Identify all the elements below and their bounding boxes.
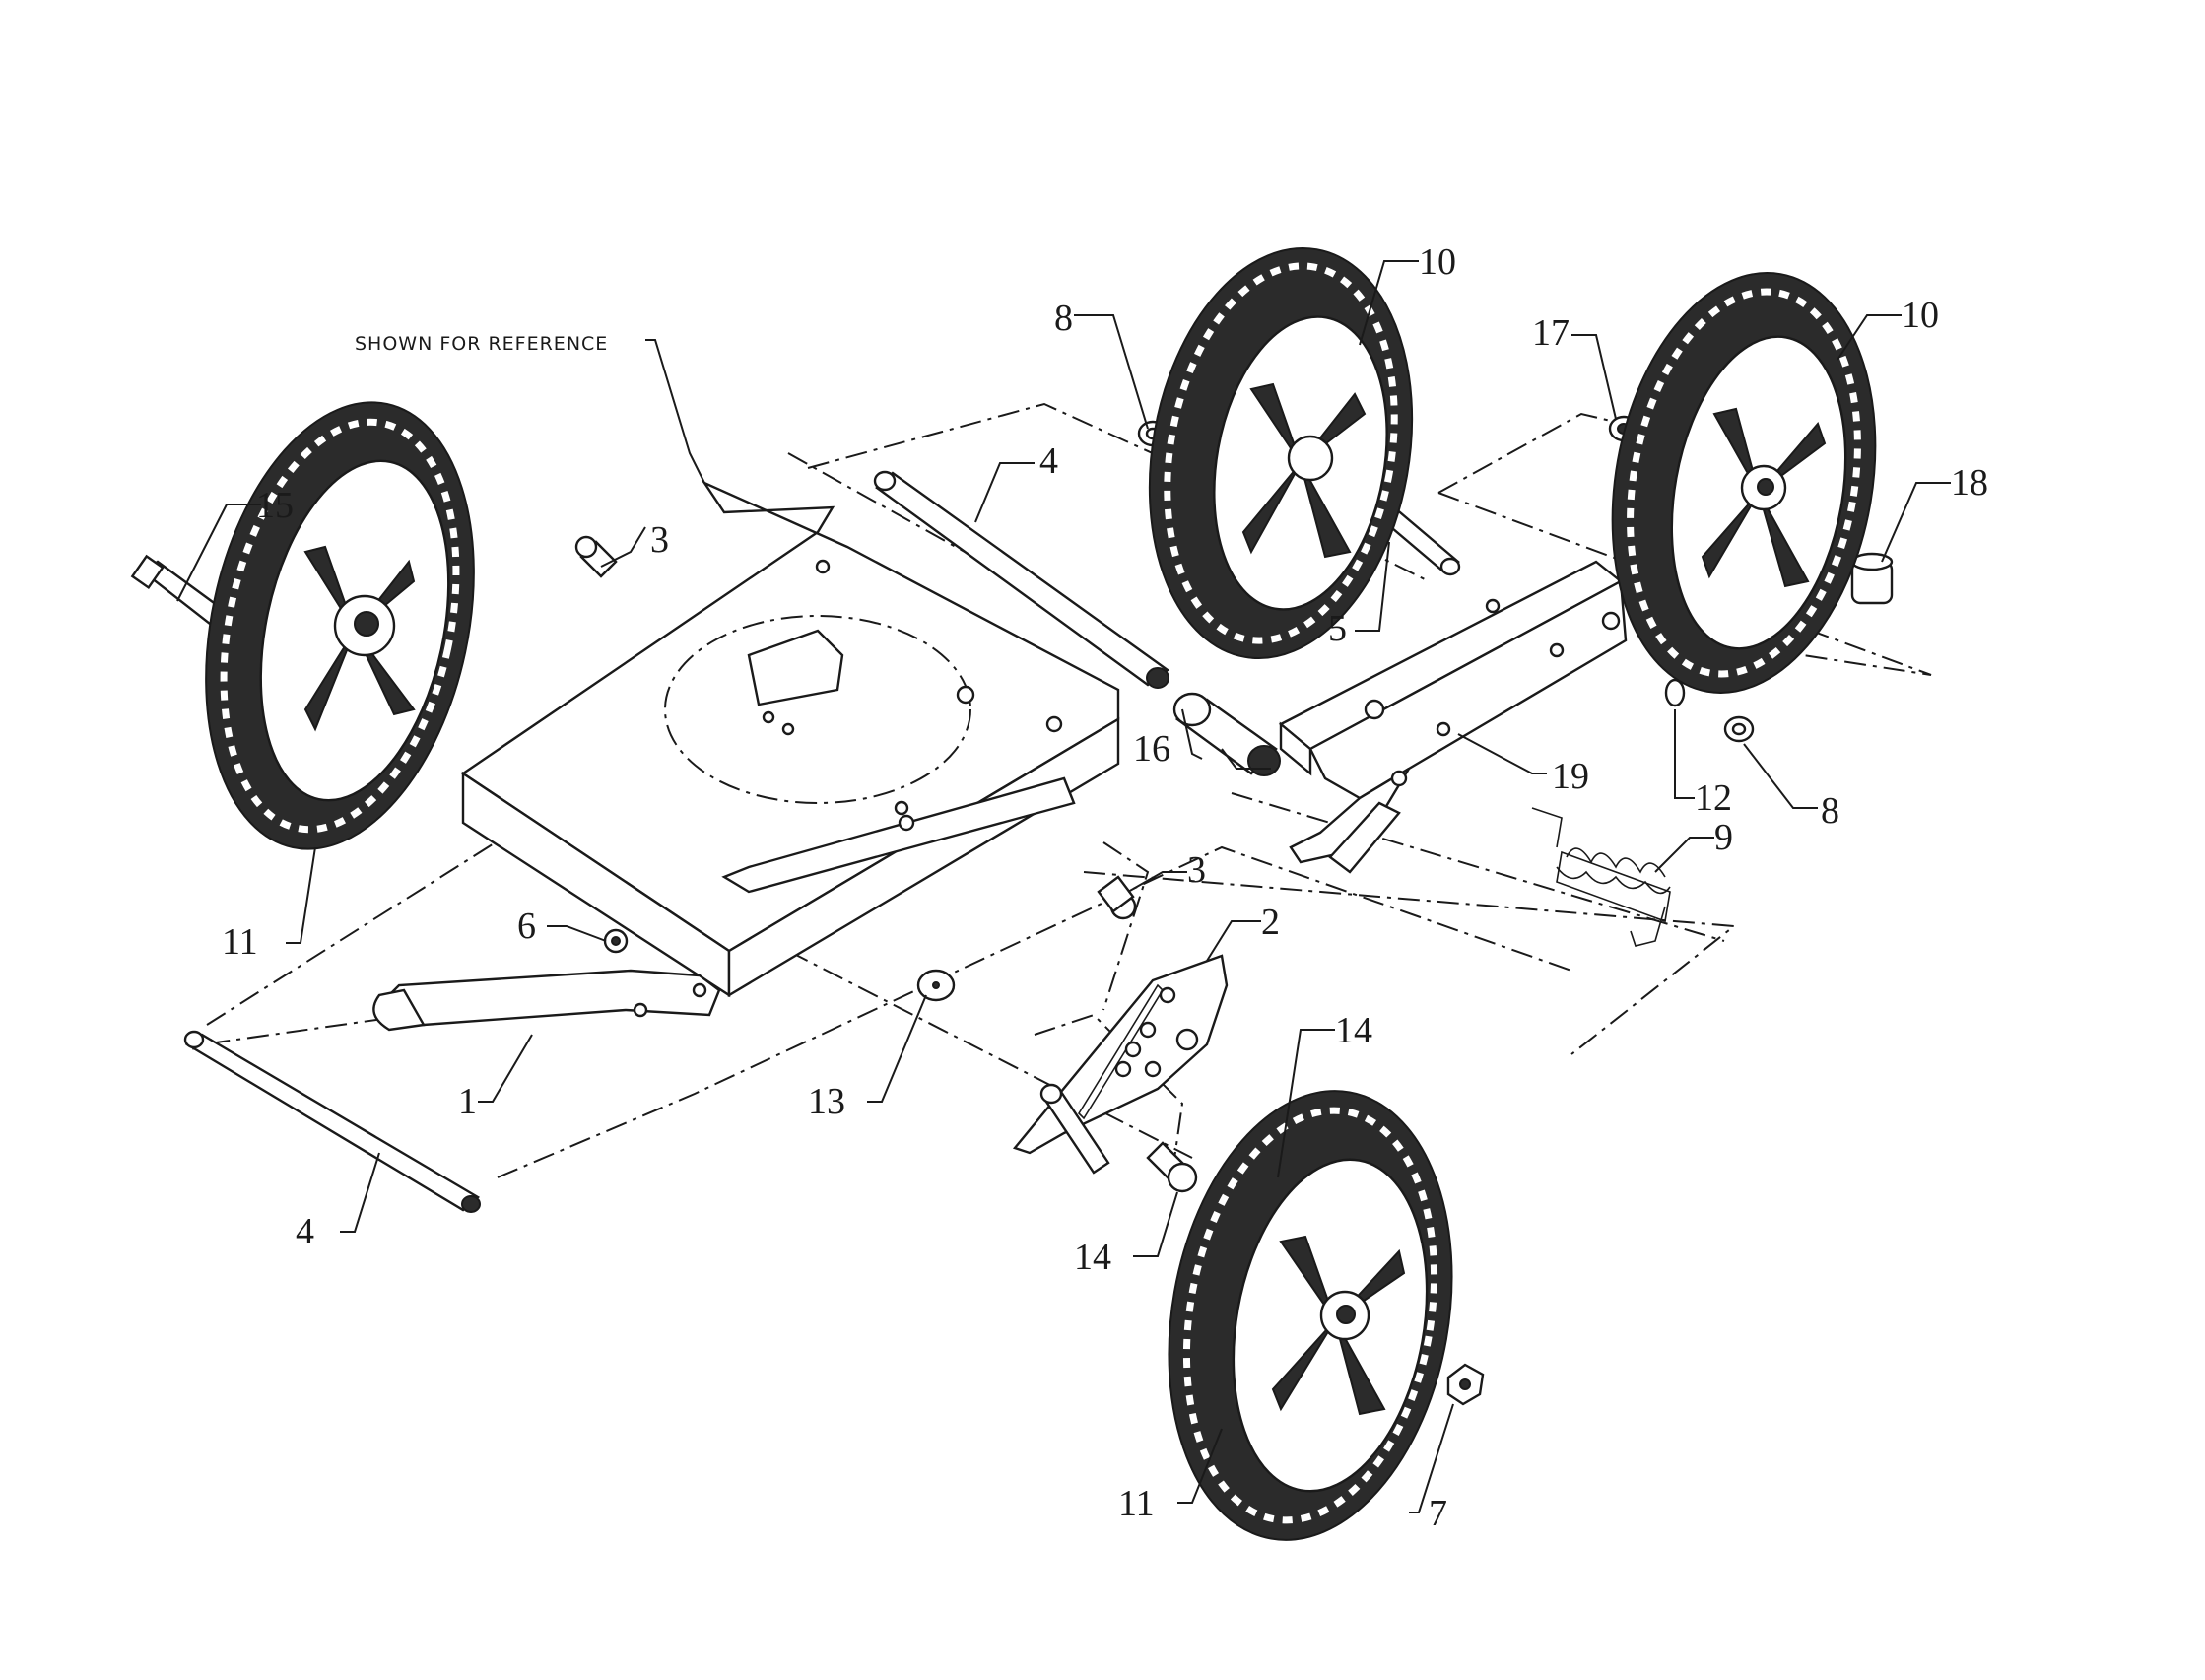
- wheel-top-right: [1611, 272, 1877, 694]
- callout-10-left: 10: [1419, 241, 1456, 283]
- callout-4-lower: 4: [296, 1211, 314, 1252]
- callout-17: 17: [1532, 312, 1570, 354]
- tension-spring-9: [1531, 807, 1671, 947]
- callout-11-left: 11: [222, 921, 258, 963]
- callout-5: 5: [1328, 608, 1347, 649]
- deck-plate: [460, 480, 1120, 998]
- wheel-left: [205, 401, 475, 850]
- height-adjust-plate-2: [1012, 954, 1229, 1175]
- wheel-top-middle: [1148, 246, 1414, 660]
- callout-8-lower: 8: [1821, 790, 1839, 832]
- callout-14-right: 14: [1335, 1010, 1372, 1051]
- leader-lines: [176, 260, 1951, 1513]
- axle-rod-top: [873, 470, 1170, 689]
- callout-18: 18: [1951, 462, 1988, 504]
- callout-2: 2: [1261, 902, 1280, 943]
- callout-labels: 15 3 4 8 10 17 10 18 5 16 19 12 8 9 3 2 …: [222, 241, 1988, 1534]
- callout-3-upper: 3: [650, 519, 669, 561]
- wheel-bottom: [1168, 1090, 1453, 1541]
- callout-8-upper: 8: [1054, 298, 1073, 339]
- callout-19: 19: [1552, 756, 1589, 797]
- callout-12: 12: [1695, 777, 1732, 819]
- callout-16: 16: [1133, 728, 1170, 770]
- callout-10-right: 10: [1902, 295, 1939, 336]
- callout-1: 1: [458, 1081, 477, 1122]
- callout-11-lower: 11: [1118, 1483, 1155, 1524]
- reference-note: SHOWN FOR REFERENCE: [355, 333, 608, 355]
- callout-15: 15: [256, 485, 294, 526]
- lift-lever-1: [372, 969, 721, 1032]
- callout-14-lower: 14: [1074, 1237, 1111, 1278]
- callout-9: 9: [1714, 817, 1733, 858]
- axle-rod-bottom: [183, 1030, 481, 1213]
- spacer-tube-16: [1172, 692, 1281, 776]
- callout-13: 13: [808, 1081, 845, 1122]
- callout-4-upper: 4: [1039, 440, 1058, 482]
- callout-7: 7: [1429, 1493, 1447, 1534]
- callout-6: 6: [517, 906, 536, 947]
- callout-3-lower: 3: [1187, 849, 1206, 891]
